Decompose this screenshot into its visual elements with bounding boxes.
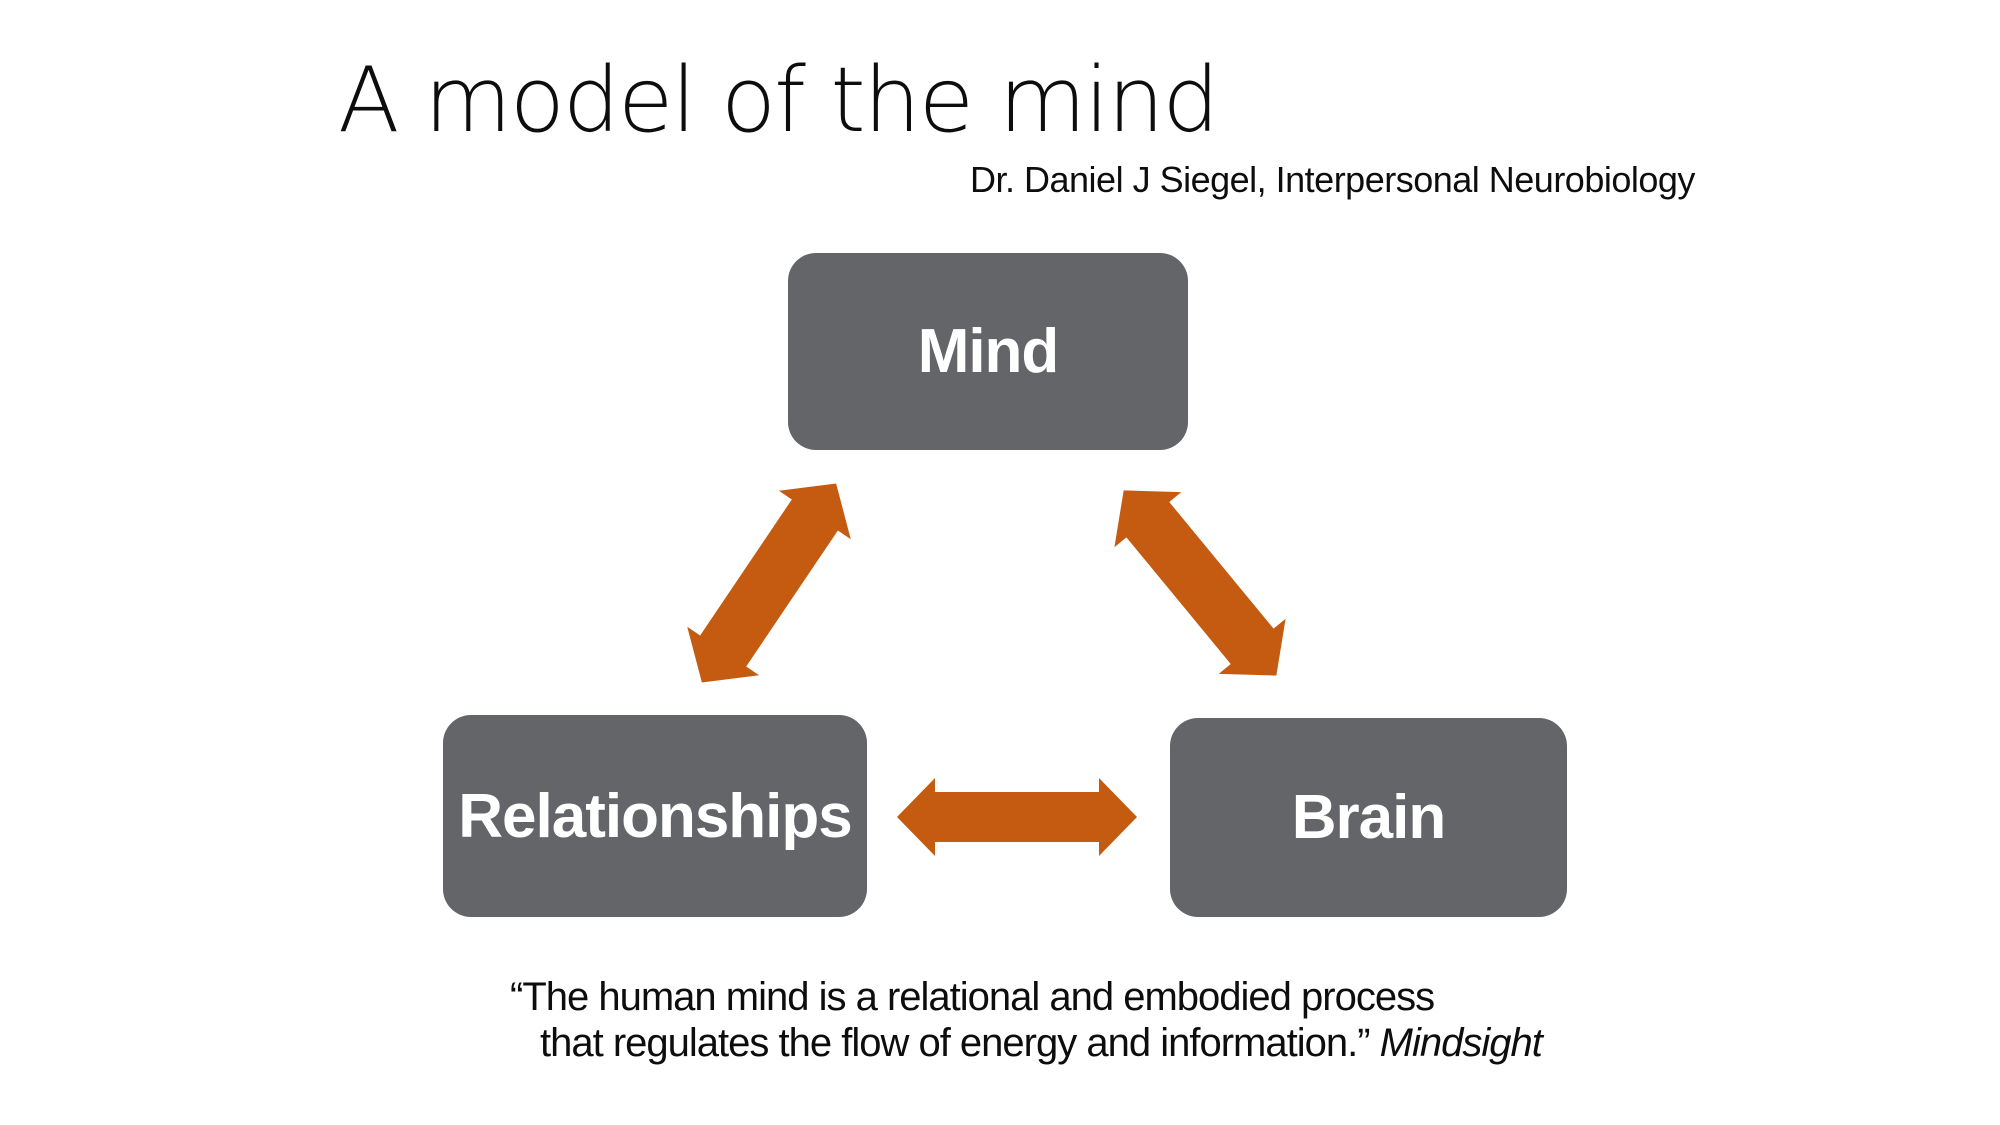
- double-arrow-relationships-brain-icon: [897, 778, 1137, 856]
- quote-line-1: “The human mind is a relational and embo…: [510, 975, 1435, 1019]
- quote-line-2: that regulates the flow of energy and in…: [540, 1021, 1371, 1065]
- double-arrow-shape: [1114, 490, 1286, 676]
- double-arrow-shape: [897, 778, 1137, 856]
- slide-title: A model of the mind: [338, 48, 1220, 153]
- attribution-text: Dr. Daniel J Siegel, Interpersonal Neuro…: [970, 159, 1695, 200]
- node-relationships-label: Relationships: [458, 781, 853, 851]
- node-mind-label: Mind: [917, 317, 1060, 386]
- double-arrow-shape: [687, 483, 851, 683]
- node-relationships: Relationships: [443, 715, 867, 917]
- double-arrow-mind-brain-icon: [1114, 490, 1286, 676]
- node-mind: Mind: [788, 253, 1188, 450]
- double-arrow-mind-relationships-icon: [687, 483, 851, 683]
- quote-source: Mindsight: [1379, 1021, 1543, 1065]
- node-brain-label: Brain: [1291, 783, 1446, 852]
- quote-text: “The human mind is a relational and embo…: [510, 974, 1543, 1066]
- node-brain: Brain: [1170, 718, 1567, 917]
